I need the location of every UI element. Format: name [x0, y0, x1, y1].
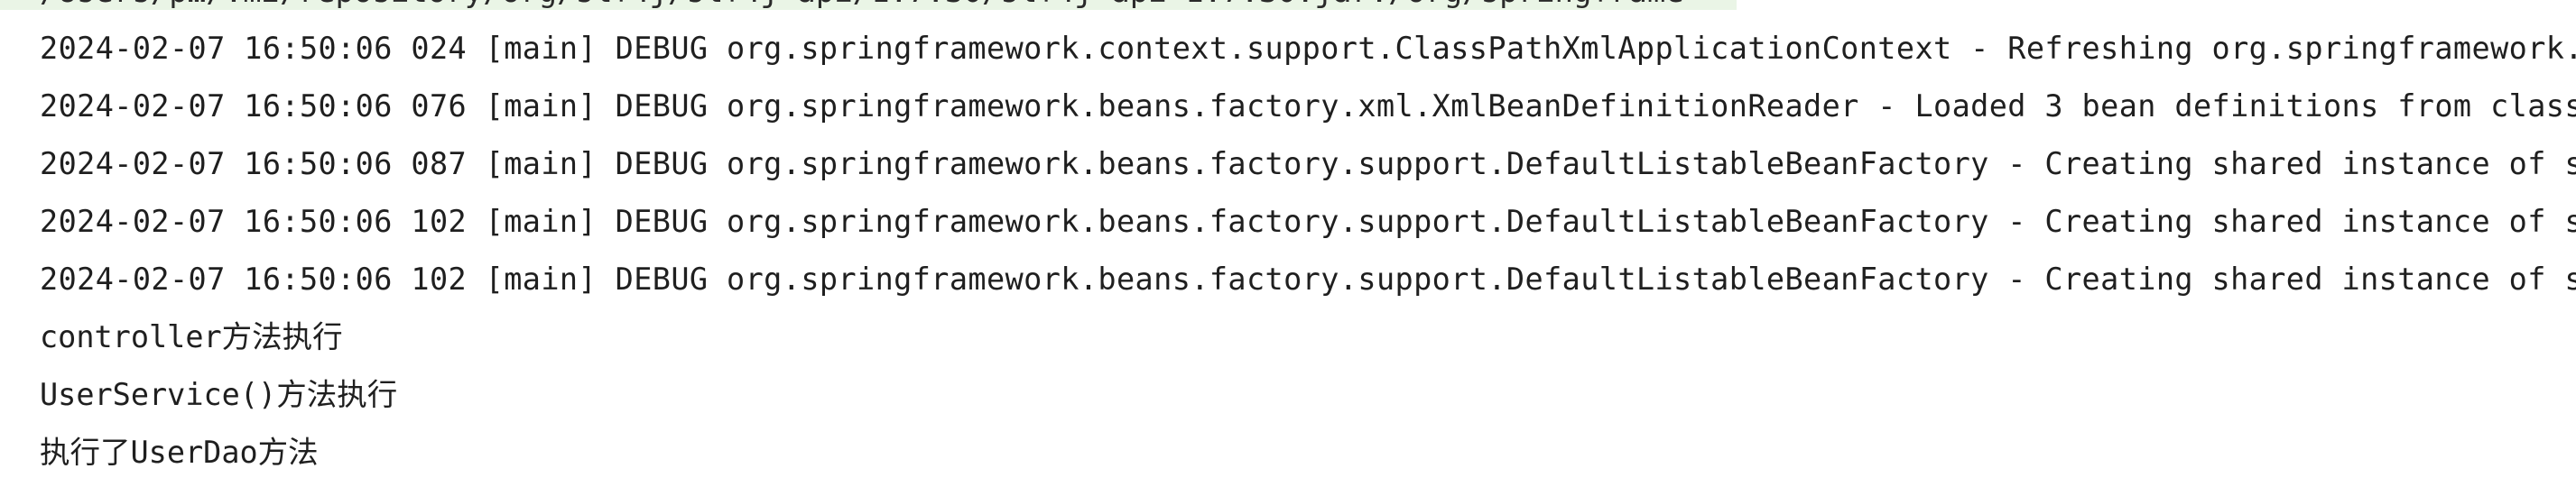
log-line: 2024-02-07 16:50:06 102 [main] DEBUG org…	[40, 262, 2576, 297]
program-output-line: 执行了UserDao方法	[40, 435, 319, 470]
program-output-line: UserService()方法执行	[40, 377, 398, 412]
classpath-line-partial: /Users/p…/.m2/repository/org/slf4j/slf4j…	[0, 0, 1737, 10]
log-line: 2024-02-07 16:50:06 076 [main] DEBUG org…	[40, 88, 2576, 124]
log-line: 2024-02-07 16:50:06 087 [main] DEBUG org…	[40, 146, 2576, 181]
program-output-line: controller方法执行	[40, 319, 343, 354]
log-line: 2024-02-07 16:50:06 024 [main] DEBUG org…	[40, 31, 2576, 66]
log-line: 2024-02-07 16:50:06 102 [main] DEBUG org…	[40, 204, 2576, 239]
